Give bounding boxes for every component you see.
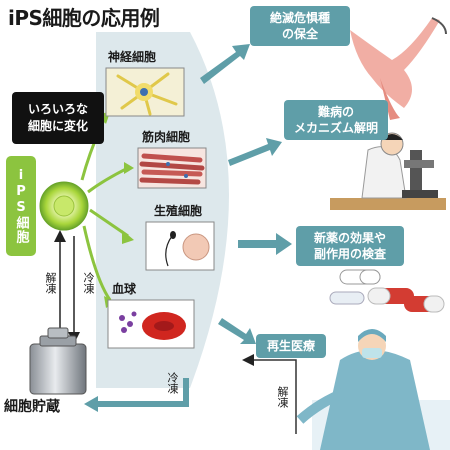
bird-icon [350, 17, 447, 120]
application-arrows [200, 44, 292, 344]
callout-line-2: 細胞に変化 [27, 119, 88, 133]
app-box-drug: 新薬の効果や 副作用の検査 [296, 226, 404, 266]
cryo-tank-icon [29, 327, 87, 395]
app-disease-line-1: 難病の [317, 105, 354, 119]
surgeon-icon [296, 329, 450, 450]
freeze-label-bottom: 冷凍 [166, 372, 179, 394]
app-regen-line-1: 再生医療 [266, 339, 315, 353]
app-conservation-line-1: 絶滅危惧種 [269, 11, 330, 25]
thaw-label-left: 解凍 [44, 272, 57, 294]
scientist-icon [330, 132, 446, 210]
thaw-label-right: 解凍 [276, 386, 289, 408]
muscle-cell-label: 筋肉細胞 [142, 130, 191, 144]
app-box-conservation: 絶滅危惧種 の保全 [250, 6, 350, 46]
nerve-cell-label: 神経細胞 [108, 50, 157, 64]
app-box-regen: 再生医療 [256, 334, 326, 358]
fan-panel [96, 32, 229, 388]
page-title: iPS細胞の応用例 [8, 6, 160, 30]
storage-label: 細胞貯蔵 [4, 399, 60, 415]
app-conservation-line-2: の保全 [281, 27, 318, 41]
egg-cell [182, 233, 210, 261]
app-box-disease: 難病の メカニズム解明 [284, 100, 388, 140]
germ-cell-label: 生殖細胞 [154, 204, 203, 218]
muscle-fibers [139, 153, 205, 185]
blood-cell-label: 血球 [112, 282, 137, 296]
capsule-icon [329, 269, 445, 313]
freeze-label-left: 冷凍 [82, 272, 95, 294]
callout-line-1: いろいろな [27, 102, 88, 116]
ips-label-box: iPS細胞 [6, 156, 36, 256]
app-drug-line-2: 副作用の検査 [313, 247, 386, 261]
callout-box: いろいろな 細胞に変化 [12, 92, 104, 144]
app-drug-line-1: 新薬の効果や [313, 231, 386, 245]
app-disease-line-2: メカニズム解明 [293, 121, 378, 135]
sperm-cell [165, 235, 173, 267]
